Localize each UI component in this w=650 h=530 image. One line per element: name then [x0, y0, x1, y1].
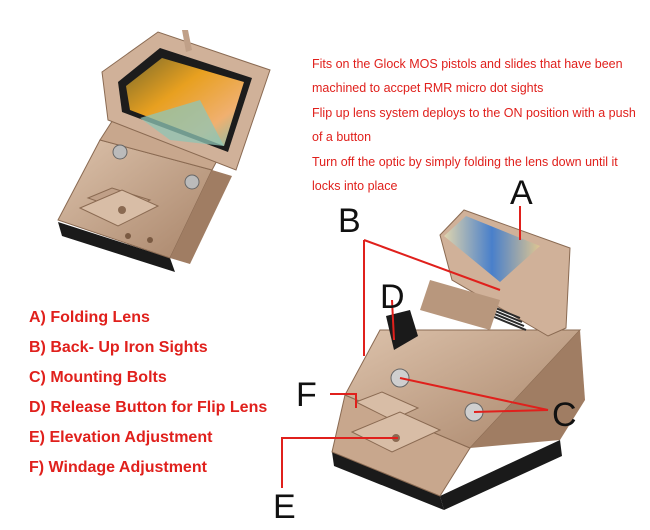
legend-item-d: D) Release Button for Flip Lens — [29, 399, 268, 416]
callout-e: E — [273, 488, 296, 526]
feature-item: Turn off the optic by simply folding the… — [312, 155, 618, 193]
callout-d: D — [380, 278, 405, 316]
callout-b: B — [338, 202, 361, 240]
callout-a: A — [510, 174, 533, 212]
legend-item-b: B) Back- Up Iron Sights — [29, 339, 208, 356]
legend-item-e: E) Elevation Adjustment — [29, 429, 213, 446]
legend-item-c: C) Mounting Bolts — [29, 369, 167, 386]
callout-f: F — [296, 376, 317, 414]
right-sight-image — [331, 209, 585, 510]
feature-item: Flip up lens system deploys to the ON po… — [312, 106, 636, 144]
callout-c: C — [552, 396, 577, 434]
left-sight-image — [57, 30, 271, 272]
legend-item-f: F) Windage Adjustment — [29, 459, 207, 476]
feature-item: Fits on the Glock MOS pistols and slides… — [312, 57, 623, 95]
parts-legend: A) Folding Lens B) Back- Up Iron Sights … — [29, 303, 267, 483]
legend-item-a: A) Folding Lens — [29, 309, 150, 326]
feature-list: Fits on the Glock MOS pistols and slides… — [312, 52, 642, 199]
callout-lines — [281, 206, 549, 488]
